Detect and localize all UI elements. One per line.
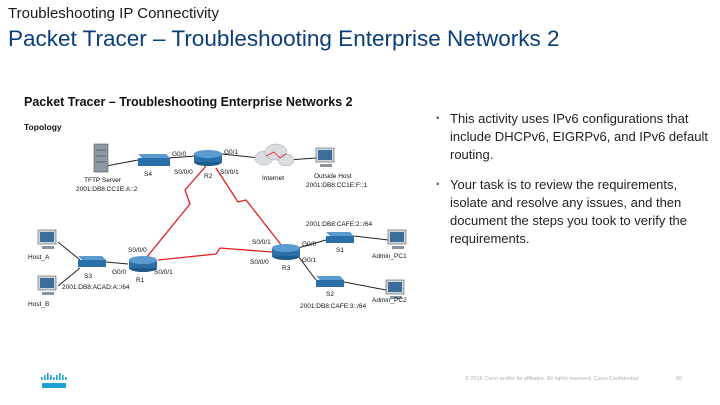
switch-icon (138, 154, 170, 166)
internet-label: Internet (262, 175, 284, 182)
cafe3-network-label: 2001:DB8:CAFE:3::/64 (300, 303, 367, 310)
figure-subtitle: Topology (24, 122, 62, 132)
r2-s001-label: S0/0/1 (220, 169, 239, 176)
host-b-label: Host_B (28, 301, 49, 308)
acad-network-label: 2001:DB8:ACAD:A::/64 (62, 284, 130, 291)
outside-address-label: 2001:DB8:CC1E:F::1 (306, 182, 367, 189)
cafe2-network-label: 2001:DB8:CAFE:2::/64 (306, 221, 373, 228)
router-icon (272, 244, 300, 260)
r1-s001-label: S0/0/1 (154, 269, 173, 276)
topology-figure: Packet Tracer – Troubleshooting Enterpri… (20, 90, 430, 315)
r3-label: R3 (282, 265, 291, 272)
r1-label: R1 (136, 277, 145, 284)
r2-g00-label: G0/0 (172, 151, 186, 158)
tftp-server-label: TFTP Server (84, 177, 122, 184)
pc-icon (387, 229, 407, 249)
switch-icon (78, 256, 106, 267)
pc-icon (37, 275, 57, 295)
cisco-logo-icon (41, 373, 67, 388)
copyright-footer: © 2016 Cisco and/or its affiliates. All … (465, 376, 639, 382)
switch-icon (326, 232, 354, 243)
switch-icon (316, 276, 344, 287)
section-title: Troubleshooting IP Connectivity (8, 5, 219, 22)
server-icon (93, 143, 109, 173)
figure-title: Packet Tracer – Troubleshooting Enterpri… (24, 95, 353, 109)
router-icon (129, 256, 157, 272)
r3-s000-label: S0/0/0 (250, 259, 269, 266)
s1-label: S1 (336, 247, 344, 254)
r2-g01-label: G0/1 (224, 149, 238, 156)
s2-label: S2 (326, 291, 334, 298)
pc-icon (315, 147, 335, 167)
admin-pc2-label: Admin_PC2 (372, 297, 407, 304)
pc-icon (37, 229, 57, 249)
bullet-item: This activity uses IPv6 configurations t… (436, 110, 716, 164)
page-number: 66 (676, 376, 683, 382)
s4-label: S4 (144, 171, 152, 178)
s3-label: S3 (84, 273, 92, 280)
r3-g01-label: G0/1 (302, 257, 316, 264)
outside-host-label: Outside Host (314, 173, 352, 180)
r3-g00-label: G0/0 (302, 241, 316, 248)
r3-s001-label: S0/0/1 (252, 239, 271, 246)
bullet-item: Your task is to review the requirements,… (436, 176, 716, 248)
pc-icon (385, 279, 405, 299)
cloud-icon (254, 143, 295, 167)
r2-label: R2 (204, 173, 213, 180)
admin-pc1-label: Admin_PC1 (372, 253, 407, 260)
r2-s000-label: S0/0/0 (174, 169, 193, 176)
serial-links (145, 165, 283, 261)
slide-title: Packet Tracer – Troubleshooting Enterpri… (8, 26, 560, 51)
tftp-address-label: 2001:DB8:CC1E:A::2 (76, 186, 138, 193)
bullet-list: This activity uses IPv6 configurations t… (436, 110, 716, 260)
r1-s000-label: S0/0/0 (128, 247, 147, 254)
host-a-label: Host_A (28, 254, 50, 261)
router-icon (194, 150, 222, 166)
r1-g00-label: G0/0 (112, 269, 126, 276)
topology-diagram: TFTP Server 2001:DB8:CC1E:A::2 S4 G0/0 G… (28, 143, 407, 310)
